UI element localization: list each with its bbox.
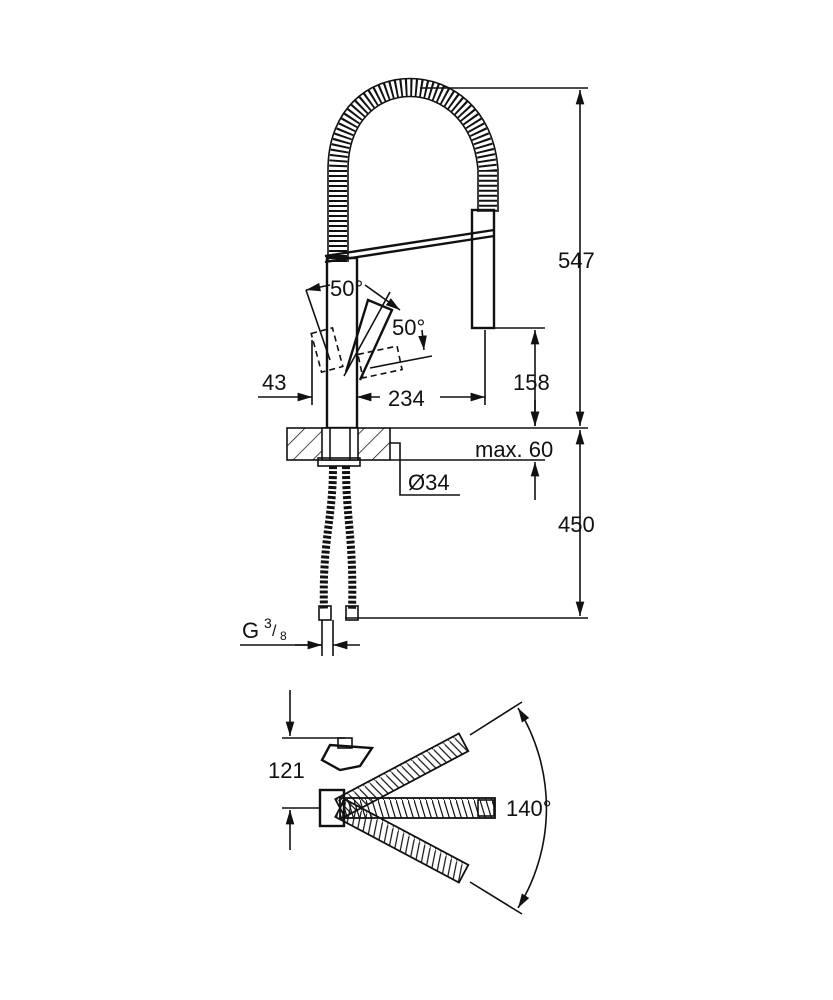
outlet-height-label: 158	[513, 370, 550, 395]
swivel-range-label: 140°	[506, 796, 552, 821]
base-body	[318, 788, 346, 828]
thread-fraction-den: 8	[280, 629, 287, 643]
lever-offset-label: 43	[262, 370, 286, 395]
thread-fraction-num: 3	[264, 615, 272, 631]
hole-diameter-label: Ø34	[408, 470, 450, 495]
support-arm	[324, 228, 495, 264]
lever-top	[320, 743, 375, 772]
spray-head	[470, 208, 496, 330]
total-height-label: 547	[558, 248, 595, 273]
faucet-top-view: 121 140°	[268, 690, 552, 915]
counter-thickness-label: max. 60	[475, 437, 553, 462]
spring-coil	[329, 78, 497, 262]
spring-arm-center	[339, 797, 496, 819]
fraction-slash: /	[272, 623, 277, 640]
lever-depth-label: 121	[268, 758, 305, 783]
lever-angle-label: 50°	[392, 315, 425, 340]
spout-reach-label: 234	[388, 386, 425, 411]
hose-length-label: 450	[558, 512, 595, 537]
swivel-angle-label: 50°	[330, 276, 363, 301]
faucet-side-view: 50° 50° 43 234 158 547 max. 60 Ø34 450 G…	[240, 77, 595, 656]
supply-hoses	[319, 465, 357, 611]
spring-arm-down	[334, 797, 470, 884]
thread-label: G	[242, 618, 259, 643]
